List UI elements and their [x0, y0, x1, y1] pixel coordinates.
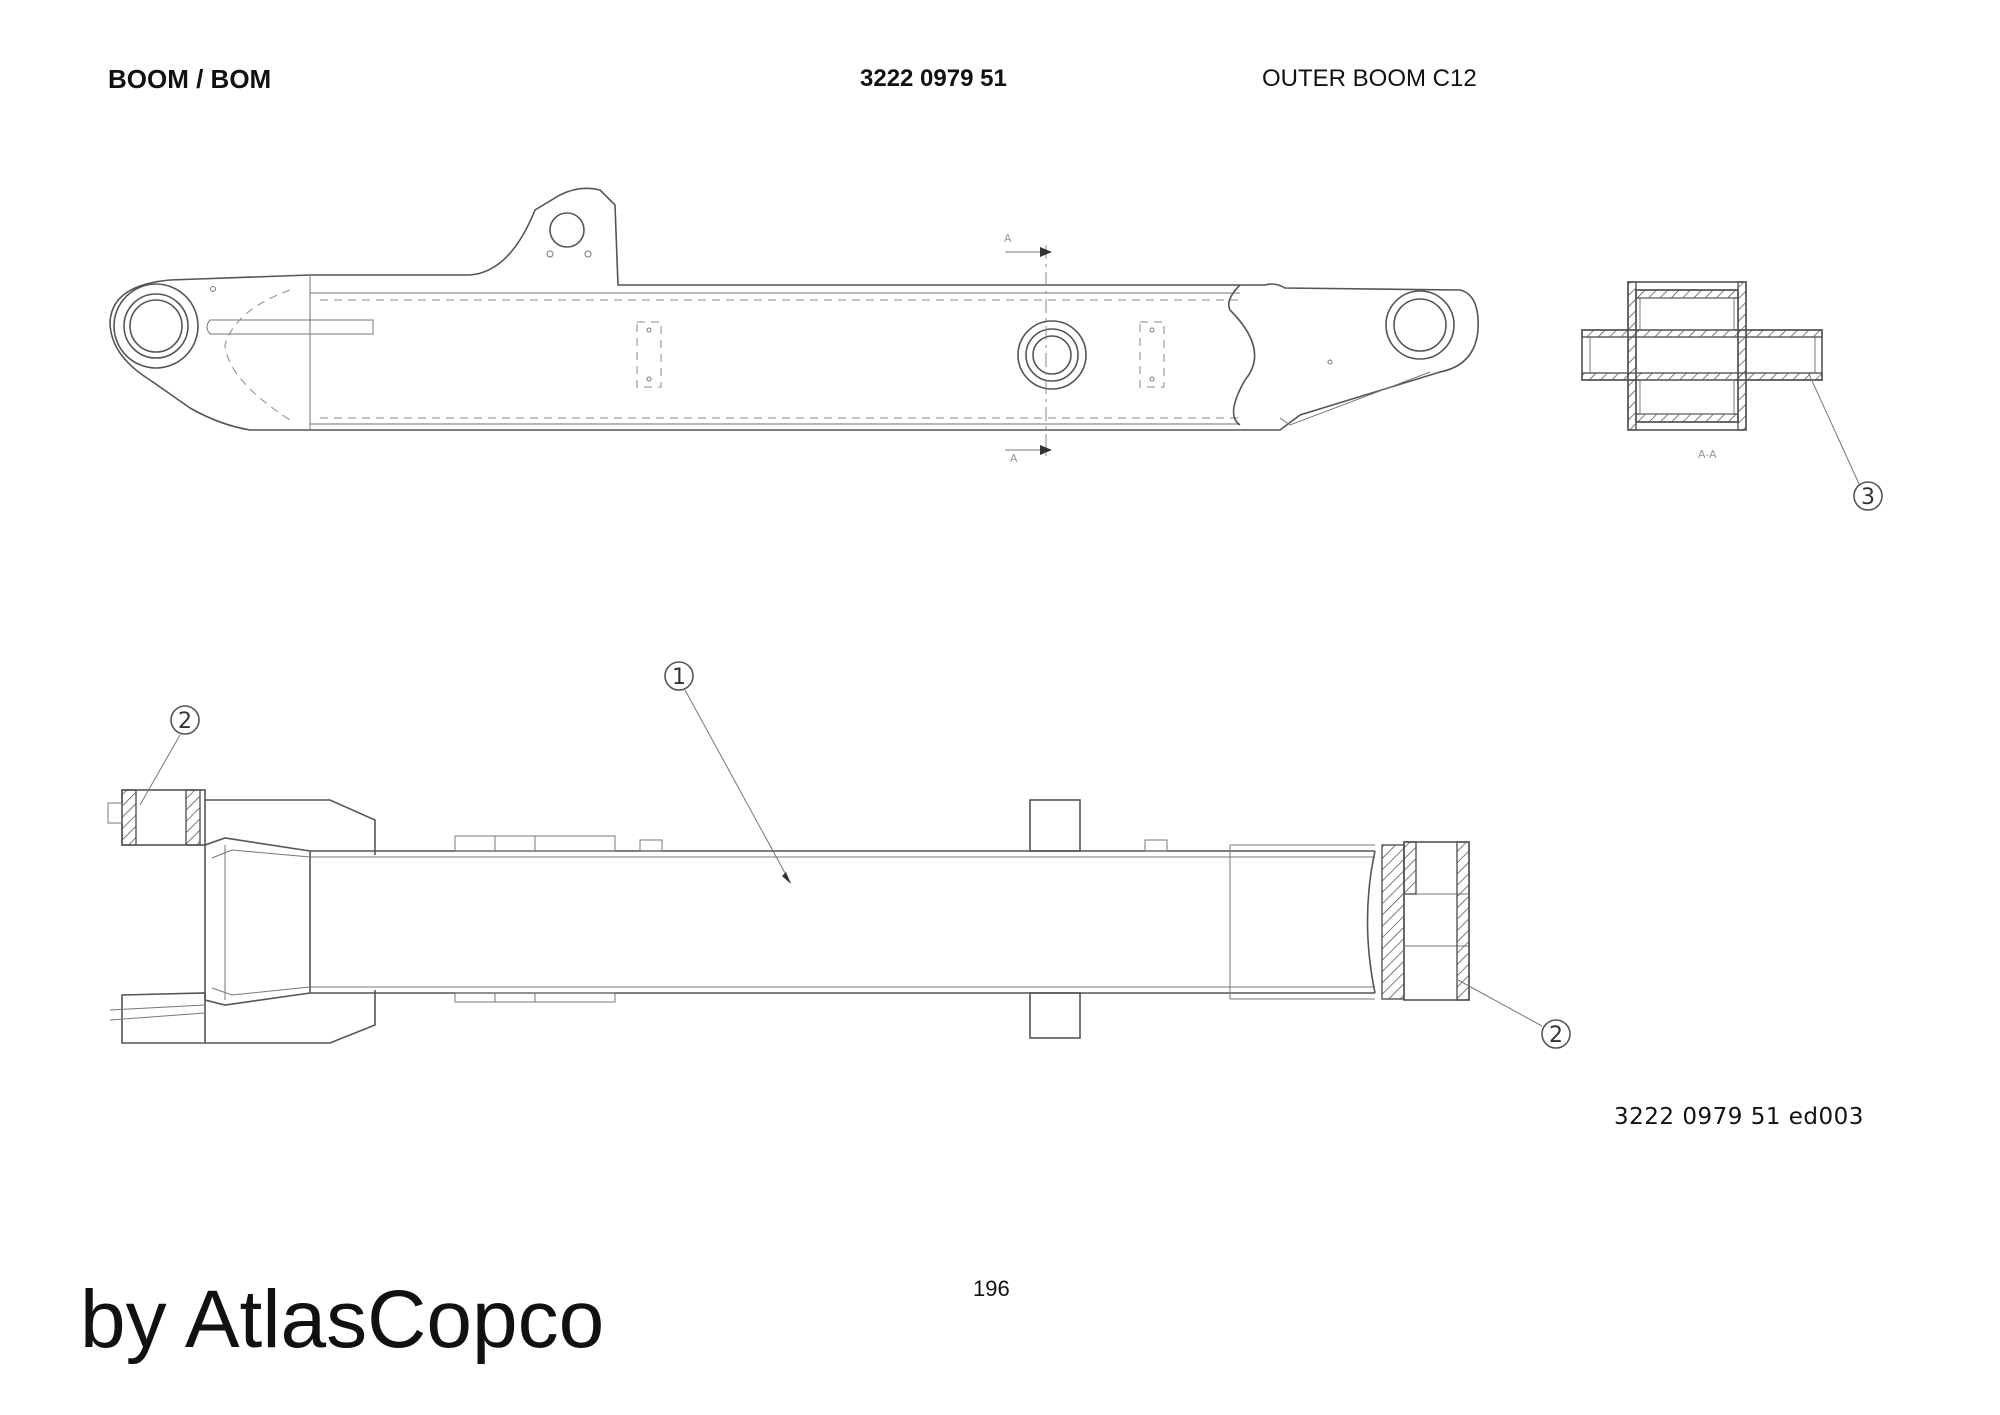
- section-view-label: A-A: [1698, 448, 1717, 461]
- part-number: 3222 0979 51: [860, 65, 1007, 92]
- balloon-2-right: 2: [1549, 1023, 1563, 1048]
- boom-side-view: A A: [109, 187, 1479, 465]
- balloon-3: 3: [1861, 485, 1875, 510]
- section-view-a-a: A-A 3: [1581, 281, 1883, 511]
- page-number: 196: [973, 1276, 1010, 1301]
- section-marker-bottom: A: [1010, 452, 1018, 465]
- drawing-reference: 3222 0979 51 ed003: [1614, 1104, 1864, 1130]
- balloon-1: 1: [672, 665, 686, 690]
- part-description: OUTER BOOM C12: [1262, 65, 1477, 92]
- section-title: BOOM / BOM: [108, 64, 272, 94]
- boom-plan-view: 2 1 2: [107, 661, 1571, 1049]
- balloon-2-left: 2: [178, 709, 192, 734]
- footer-brand: by AtlasCopco: [80, 1274, 605, 1365]
- section-marker-top: A: [1004, 232, 1012, 245]
